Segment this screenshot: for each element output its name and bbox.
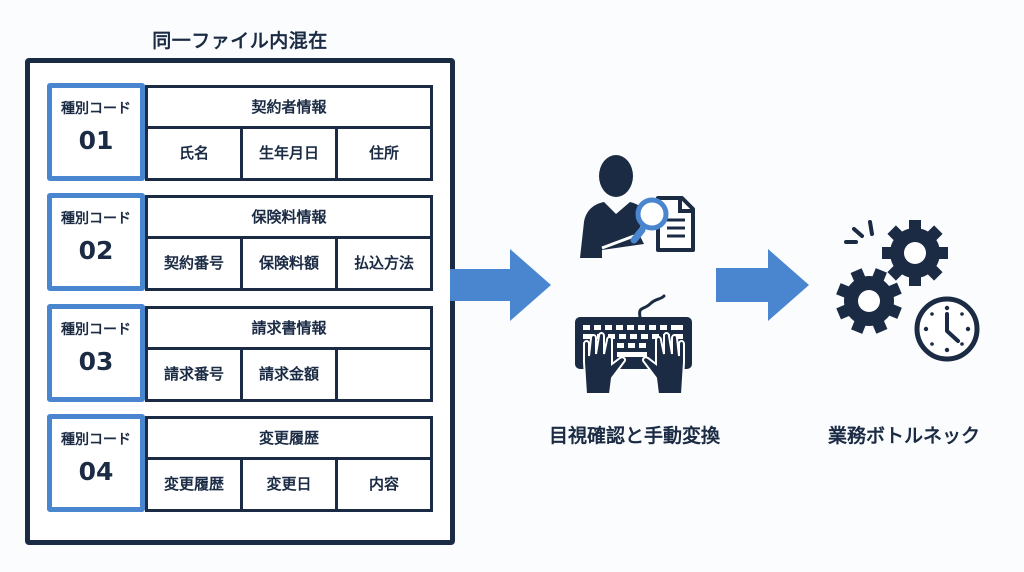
record-table-header: 請求書情報 xyxy=(148,309,430,350)
step-business-bottleneck-label: 業務ボトルネック xyxy=(827,425,980,447)
field-cell: 内容 xyxy=(368,475,399,493)
type-code-value: 04 xyxy=(78,457,114,486)
person-inspecting-document-icon xyxy=(580,155,695,258)
record-table: 請求書情報 請求番号 請求金額 xyxy=(145,306,433,402)
type-code-value: 01 xyxy=(78,126,114,155)
type-code-label: 種別コード xyxy=(61,432,131,448)
type-code-value: 03 xyxy=(78,347,114,376)
field-cell-empty xyxy=(338,350,430,399)
type-code-box: 種別コード 04 xyxy=(47,414,145,512)
gear-icon xyxy=(882,220,948,286)
keyboard-typing-icon xyxy=(575,294,692,395)
spark-line xyxy=(852,227,864,238)
spark-line xyxy=(868,220,874,236)
field-cell: 契約番号 xyxy=(148,239,243,288)
record-table-header: 契約者情報 xyxy=(148,88,430,129)
step-manual-conversion-label: 目視確認と手動変換 xyxy=(548,425,720,447)
clock-icon xyxy=(914,296,980,362)
field-cell: 変更日 xyxy=(243,460,338,509)
field-cell: 請求番号 xyxy=(148,350,243,399)
field-cell: 変更履歴 xyxy=(148,460,243,509)
mixed-file-container: 種別コード 01 契約者情報 氏名 生年月日 住所 種別コード 02 保険料情報… xyxy=(25,58,455,545)
type-code-label: 種別コード xyxy=(61,322,131,338)
field-cell: 住所 xyxy=(368,144,399,162)
type-code-label: 種別コード xyxy=(61,211,131,227)
gears-icon xyxy=(836,220,980,362)
field-cell: 払込方法 xyxy=(353,254,414,272)
record-type-03: 種別コード 03 請求書情報 請求番号 請求金額 xyxy=(47,304,435,402)
gear-icon xyxy=(836,268,902,334)
type-code-box: 種別コード 03 xyxy=(47,304,145,402)
record-type-04: 種別コード 04 変更履歴 変更履歴 変更日 内容 xyxy=(47,414,435,512)
field-cell: 保険料額 xyxy=(243,239,338,288)
diagram-title: 同一ファイル内混在 xyxy=(152,30,328,52)
record-table: 契約者情報 氏名 生年月日 住所 xyxy=(145,85,433,181)
arrow-right-icon xyxy=(716,249,809,321)
record-table: 保険料情報 契約番号 保険料額 払込方法 xyxy=(145,195,433,291)
field-cell: 請求金額 xyxy=(243,350,338,399)
type-code-value: 02 xyxy=(78,236,114,265)
record-type-01: 種別コード 01 契約者情報 氏名 生年月日 住所 xyxy=(47,83,435,181)
arrow-right-icon xyxy=(450,249,551,321)
record-table-header: 保険料情報 xyxy=(148,198,430,239)
record-type-02: 種別コード 02 保険料情報 契約番号 保険料額 払込方法 xyxy=(47,193,435,291)
type-code-box: 種別コード 02 xyxy=(47,193,145,291)
type-code-box: 種別コード 01 xyxy=(47,83,145,181)
field-cell: 氏名 xyxy=(148,129,243,178)
type-code-label: 種別コード xyxy=(61,101,131,117)
field-cell: 生年月日 xyxy=(243,129,338,178)
record-table-header: 変更履歴 xyxy=(148,419,430,460)
record-table: 変更履歴 変更履歴 変更日 内容 xyxy=(145,416,433,512)
